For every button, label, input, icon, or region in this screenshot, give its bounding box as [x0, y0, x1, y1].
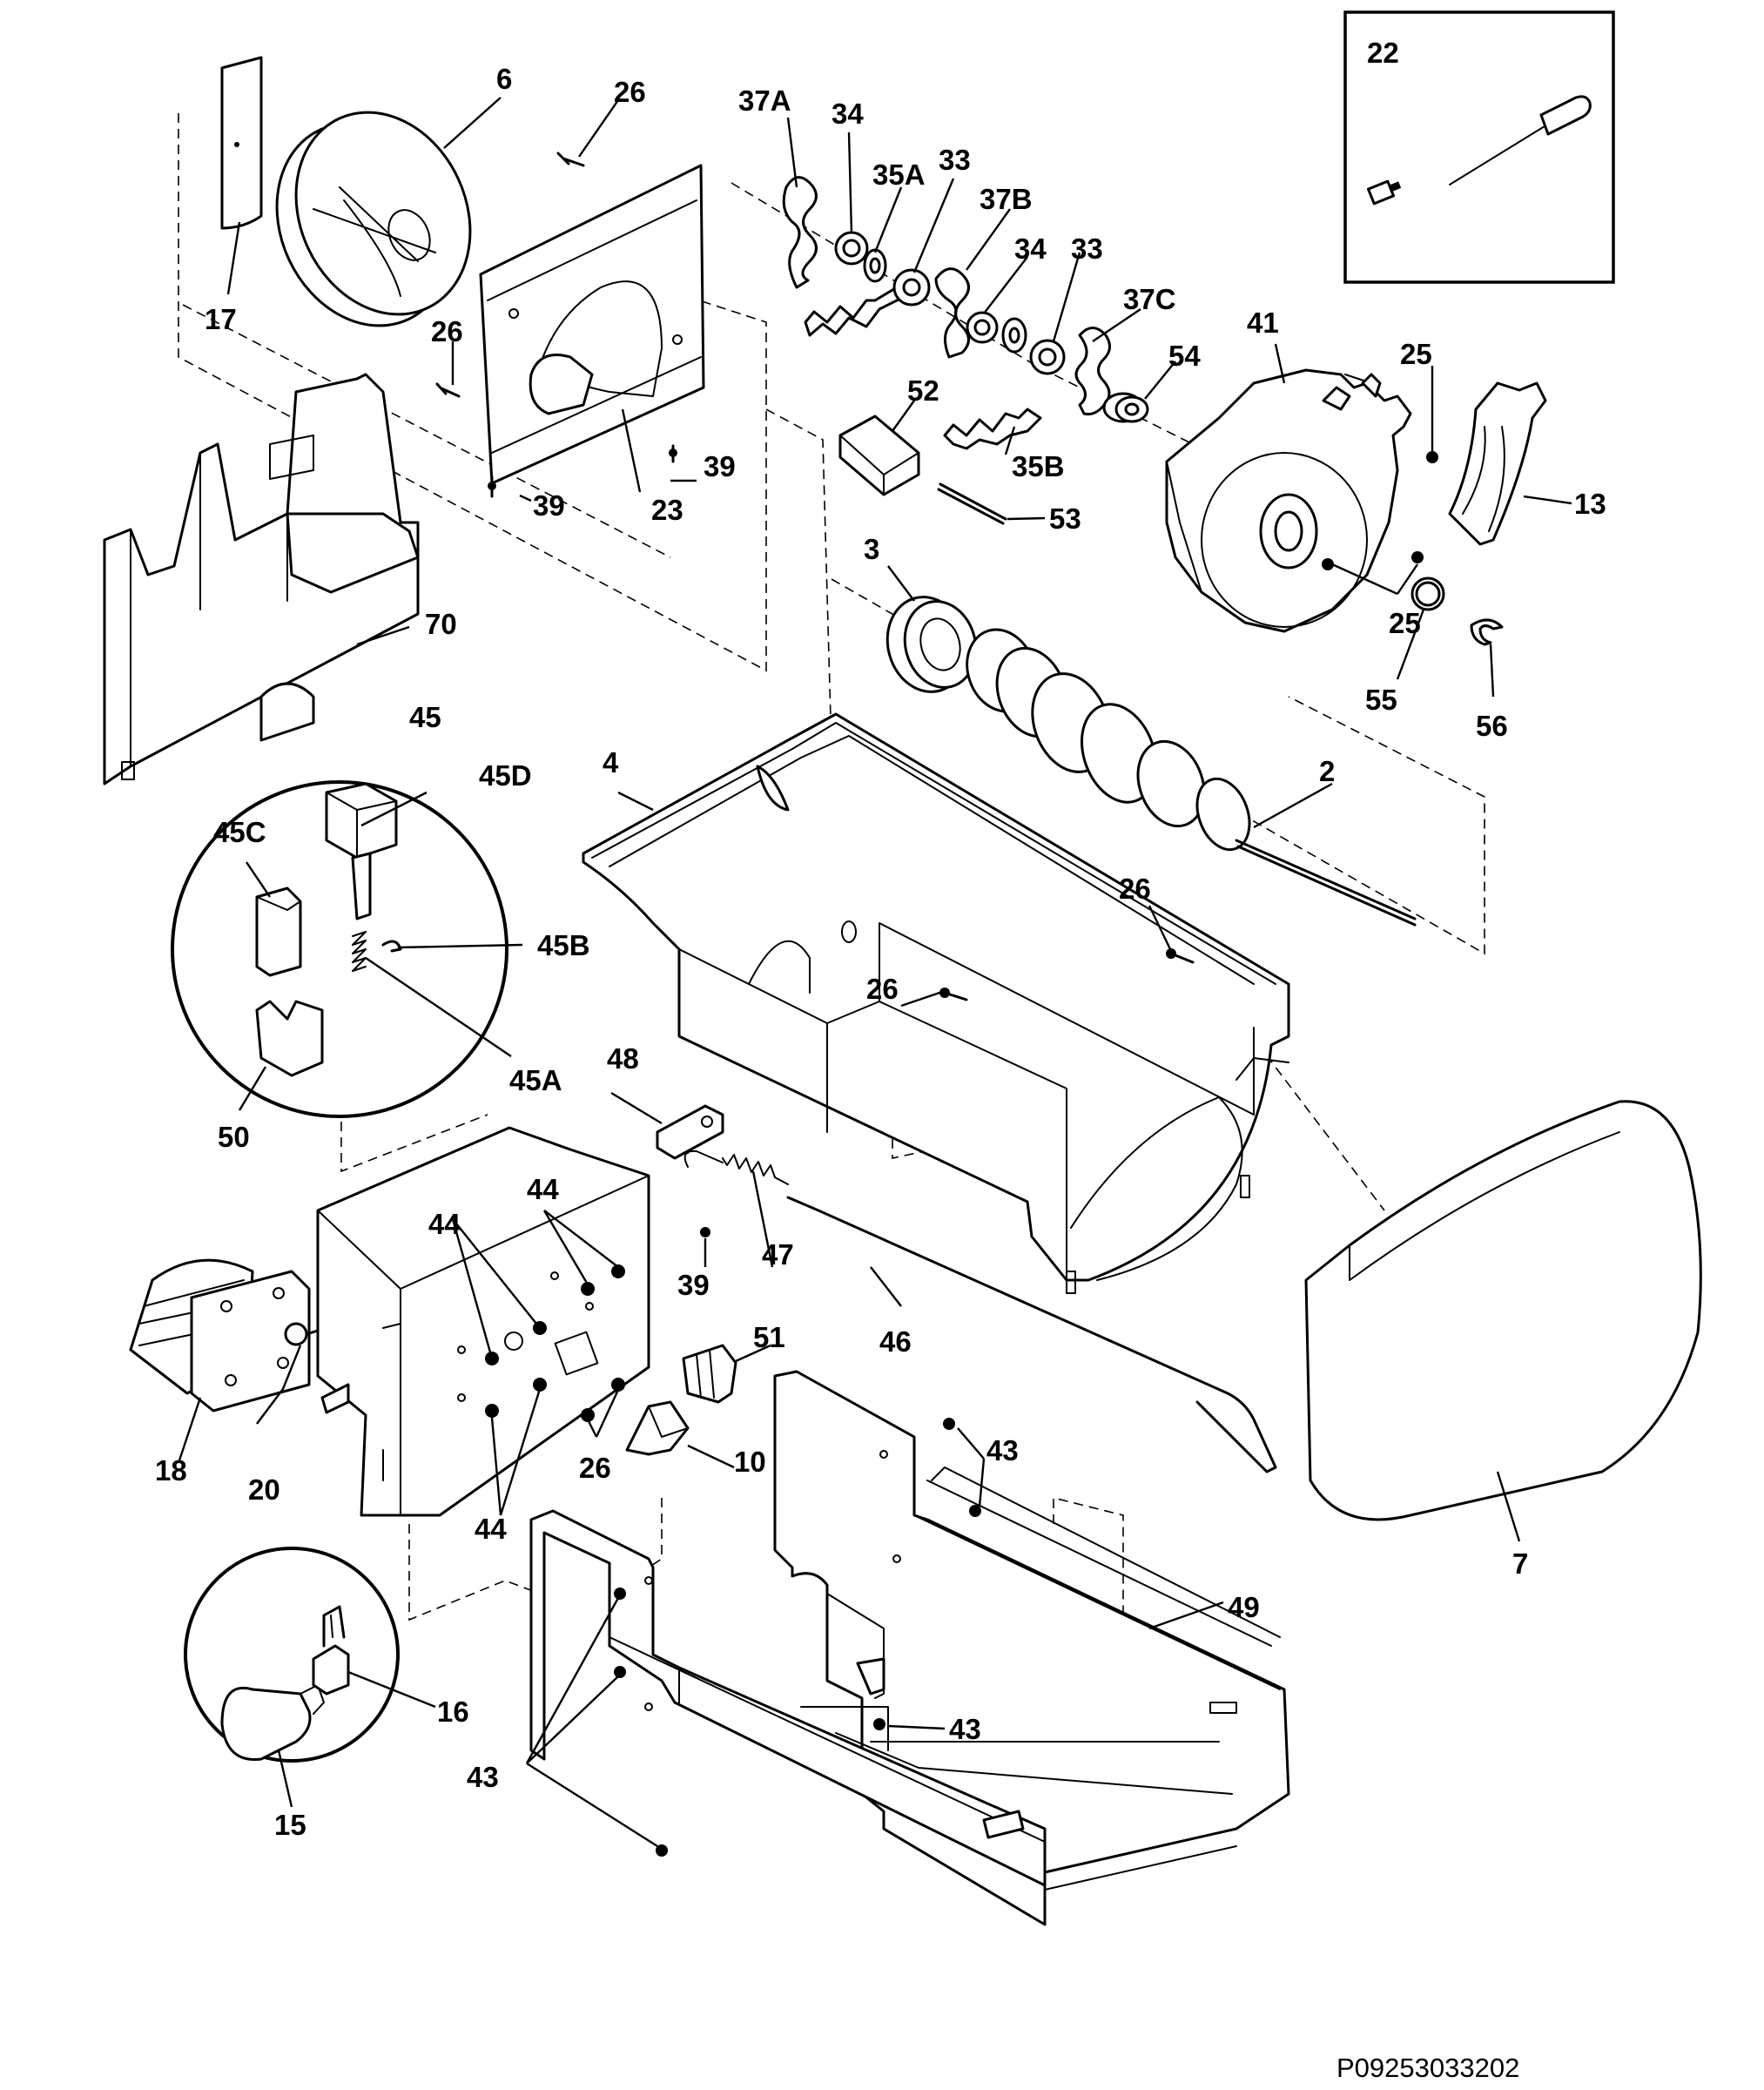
screws-39-26-middle	[700, 948, 1195, 1237]
callout-39-right: 39	[704, 450, 736, 482]
callout-22: 22	[1367, 37, 1399, 69]
callout-10: 10	[734, 1446, 766, 1478]
callout-39-bottom: 39	[677, 1269, 710, 1301]
callout-20: 20	[248, 1473, 280, 1506]
callout-3: 3	[864, 533, 879, 565]
part-10-clip	[625, 1400, 690, 1456]
callout-13: 13	[1574, 488, 1606, 520]
callout-47: 47	[762, 1238, 794, 1271]
callout-43-left: 43	[467, 1761, 499, 1793]
callout-26-top: 26	[614, 76, 646, 108]
part-70-housing	[103, 373, 420, 785]
callout-43-bottom: 43	[949, 1713, 981, 1745]
callout-25-bottom: 25	[1389, 607, 1421, 639]
document-number: P09253033202	[1336, 2053, 1519, 2083]
callout-33-right: 33	[1071, 233, 1103, 265]
screws-44-26-bracket	[485, 1264, 625, 1422]
part-7-door	[1304, 1100, 1702, 1521]
part-48-bracket	[656, 1104, 724, 1160]
screws-43	[614, 1418, 981, 1857]
callout-25-top: 25	[1400, 338, 1432, 370]
callout-46: 46	[879, 1325, 912, 1358]
callout-55: 55	[1365, 684, 1397, 716]
callout-18: 18	[155, 1454, 187, 1487]
part-18-motor	[129, 1258, 328, 1412]
callout-45a: 45A	[509, 1064, 562, 1096]
callout-34-left: 34	[832, 98, 864, 130]
part-23-plate	[479, 164, 705, 485]
part-20-bracket	[316, 1126, 650, 1517]
callout-2: 2	[1319, 755, 1335, 787]
callout-44-bottom: 44	[475, 1513, 507, 1545]
callout-26-bracket: 26	[579, 1452, 611, 1484]
callout-53: 53	[1049, 502, 1081, 535]
callout-45b: 45B	[537, 929, 590, 961]
callout-35b: 35B	[1012, 450, 1065, 482]
part-13-flap	[1448, 381, 1547, 546]
callout-4: 4	[603, 746, 619, 779]
callout-23: 23	[651, 494, 683, 526]
callout-26-bucket-lower: 26	[866, 973, 899, 1005]
detail-circle-45	[171, 780, 508, 1118]
callout-41: 41	[1247, 307, 1279, 339]
callout-7: 7	[1512, 1547, 1528, 1580]
callout-35a: 35A	[872, 158, 926, 191]
part-49-side-panel	[529, 1509, 1047, 1887]
callout-49: 49	[1228, 1591, 1260, 1623]
callout-45: 45	[409, 701, 441, 733]
callout-33-left: 33	[939, 144, 971, 176]
part-4-ice-bucket	[582, 712, 1290, 1294]
callout-54: 54	[1168, 340, 1201, 372]
callout-39-left: 39	[533, 489, 565, 522]
callout-16: 16	[437, 1696, 469, 1728]
callout-6: 6	[496, 63, 512, 95]
callout-52: 52	[907, 374, 939, 407]
callout-15: 15	[274, 1809, 306, 1841]
part-41-housing	[1165, 368, 1412, 633]
callout-labels: 22 6 26 37A 34 33 35A 37B 34 33 37C 41 5…	[155, 37, 1606, 2083]
part-51-bushing	[682, 1344, 737, 1404]
screws-top-left	[435, 152, 677, 498]
callout-37a: 37A	[738, 84, 791, 117]
callout-56: 56	[1476, 710, 1508, 742]
callout-45c: 45C	[213, 816, 266, 848]
part-17-flap	[220, 56, 263, 230]
cam-and-spring-assembly	[782, 176, 1149, 450]
detail-circle-lamp	[184, 1547, 400, 1763]
callout-26-mid: 26	[431, 315, 463, 347]
callout-70: 70	[425, 608, 457, 640]
part-52-53-actuator	[838, 415, 1007, 525]
parts-25-55-56	[1322, 451, 1504, 646]
part-46-rod	[786, 1196, 1277, 1473]
callout-44-top: 44	[527, 1173, 559, 1205]
harness-part-box	[1343, 10, 1615, 284]
callout-37b: 37B	[980, 183, 1033, 215]
callout-43-right: 43	[986, 1434, 1019, 1466]
part-47-spring	[683, 1150, 789, 1185]
callout-34-right: 34	[1014, 233, 1047, 265]
part-2-auger-coil	[966, 628, 1417, 927]
callout-48: 48	[607, 1042, 639, 1075]
callout-37c: 37C	[1123, 283, 1176, 315]
callout-50: 50	[218, 1121, 250, 1153]
callout-45d: 45D	[479, 759, 532, 792]
callout-26-bucket: 26	[1119, 873, 1151, 905]
part-3-bearing	[885, 596, 978, 693]
callout-51: 51	[753, 1321, 785, 1353]
part-6-drum	[275, 111, 472, 327]
callout-44-left: 44	[428, 1208, 461, 1240]
leader-lines	[177, 97, 1572, 1848]
callout-17: 17	[205, 303, 237, 335]
